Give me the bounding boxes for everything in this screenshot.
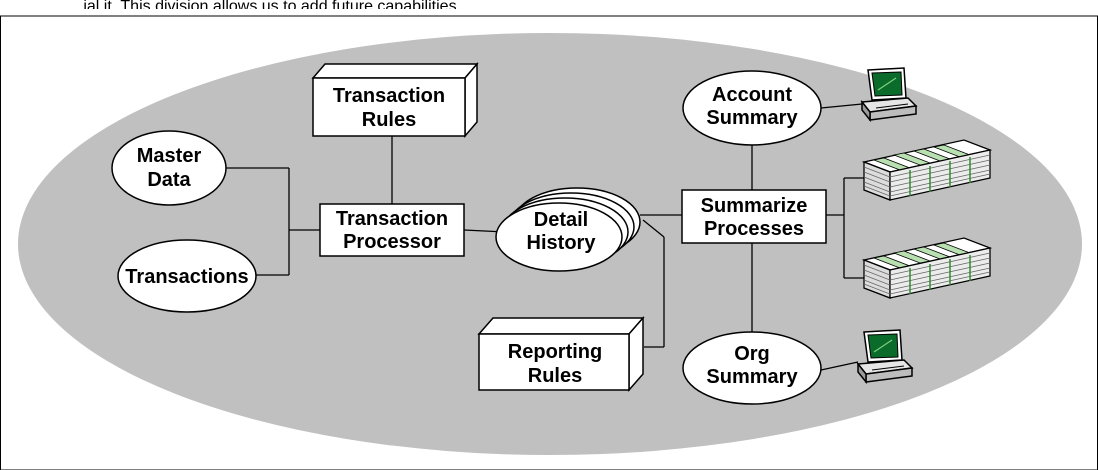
detail-history-label-line1: Detail: [534, 209, 588, 231]
transaction-processor-label-line1: Transaction: [336, 208, 448, 230]
detail-history-label-line2: History: [527, 232, 597, 254]
reporting-rules-node: Reporting Rules: [477, 316, 645, 392]
transactions-label: Transactions: [125, 266, 248, 288]
summarize-processes-node: Summarize Processes: [681, 189, 827, 244]
reporting-rules-label-line1: Reporting: [508, 341, 602, 363]
master-data-label-line1: Master: [137, 145, 202, 167]
org-summary-label-line1: Org: [734, 343, 770, 365]
account-summary-label-line1: Account: [712, 84, 792, 106]
org-summary-node: Org Summary: [682, 331, 822, 405]
summarize-processes-label-line1: Summarize: [701, 195, 808, 217]
summarize-processes-label-line2: Processes: [704, 218, 804, 240]
transaction-rules-node: Transaction Rules: [311, 61, 479, 139]
transaction-processor-node: Transaction Processor: [319, 203, 465, 257]
master-data-label-line2: Data: [147, 169, 191, 191]
transactions-node: Transactions: [117, 239, 257, 313]
org-summary-label-line2: Summary: [706, 366, 798, 388]
account-summary-node: Account Summary: [682, 70, 822, 146]
reporting-rules-label-line2: Rules: [528, 365, 582, 387]
master-data-node: Master Data: [111, 130, 227, 206]
transaction-processor-label-line2: Processor: [343, 231, 441, 253]
account-summary-label-line2: Summary: [706, 107, 798, 129]
transaction-rules-label-line2: Rules: [362, 109, 416, 131]
cut-off-text: ...ial it. This division allows us to ad…: [70, 0, 457, 15]
transaction-rules-label-line1: Transaction: [333, 85, 445, 107]
detail-history-node: Detail History: [495, 187, 641, 272]
